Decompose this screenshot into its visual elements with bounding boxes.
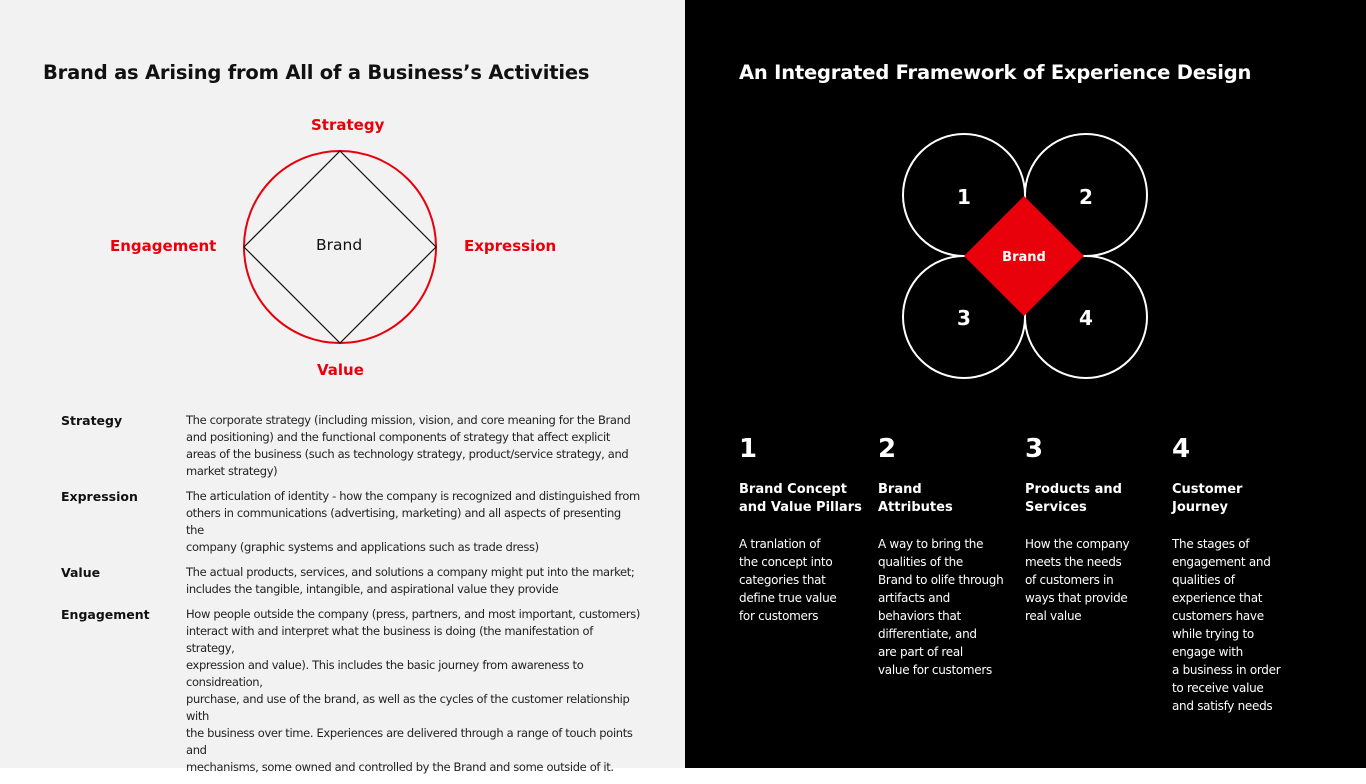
definition-strategy: Strategy The corporate strategy (includi… [61, 412, 651, 480]
definition-term: Strategy [61, 413, 123, 428]
circle-4 [1024, 255, 1148, 379]
definition-value: Value The actual products, services, and… [61, 564, 651, 598]
experience-framework-diagram: 1 2 3 4 Brand [902, 133, 1148, 379]
column-number: 3 [1025, 434, 1044, 464]
definitions-list: Strategy The corporate strategy (includi… [61, 412, 651, 784]
definition-term: Engagement [61, 607, 150, 622]
left-panel: Brand as Arising from All of a Business’… [0, 0, 685, 774]
label-expression: Expression [464, 237, 557, 255]
definition-text: The corporate strategy (including missio… [186, 413, 631, 478]
circle-1-label: 1 [957, 185, 971, 209]
definition-text: How people outside the company (press, p… [186, 607, 641, 774]
label-value: Value [317, 361, 364, 379]
right-title: An Integrated Framework of Experience De… [739, 61, 1252, 84]
circle-3-label: 3 [957, 306, 971, 330]
definition-term: Expression [61, 489, 138, 504]
column-number: 1 [739, 434, 758, 464]
definition-expression: Expression The articulation of identity … [61, 488, 651, 556]
circle-2-label: 2 [1079, 185, 1093, 209]
label-brand-center: Brand [316, 236, 363, 254]
definition-text: The articulation of identity - how the c… [186, 489, 640, 554]
right-panel: An Integrated Framework of Experience De… [685, 0, 1366, 768]
brand-diamond [964, 196, 1084, 316]
label-engagement: Engagement [110, 237, 217, 255]
brand-diamond-label: Brand [1002, 250, 1046, 265]
column-number: 4 [1172, 434, 1191, 464]
label-strategy: Strategy [311, 116, 385, 134]
left-title: Brand as Arising from All of a Business’… [43, 61, 590, 84]
brand-activities-diagram [243, 150, 437, 344]
definition-term: Value [61, 565, 101, 580]
definition-text: The actual products, services, and solut… [186, 565, 635, 596]
definition-engagement: Engagement How people outside the compan… [61, 606, 651, 776]
activities-diamond [243, 150, 437, 344]
circle-4-label: 4 [1079, 306, 1093, 330]
column-number: 2 [878, 434, 897, 464]
